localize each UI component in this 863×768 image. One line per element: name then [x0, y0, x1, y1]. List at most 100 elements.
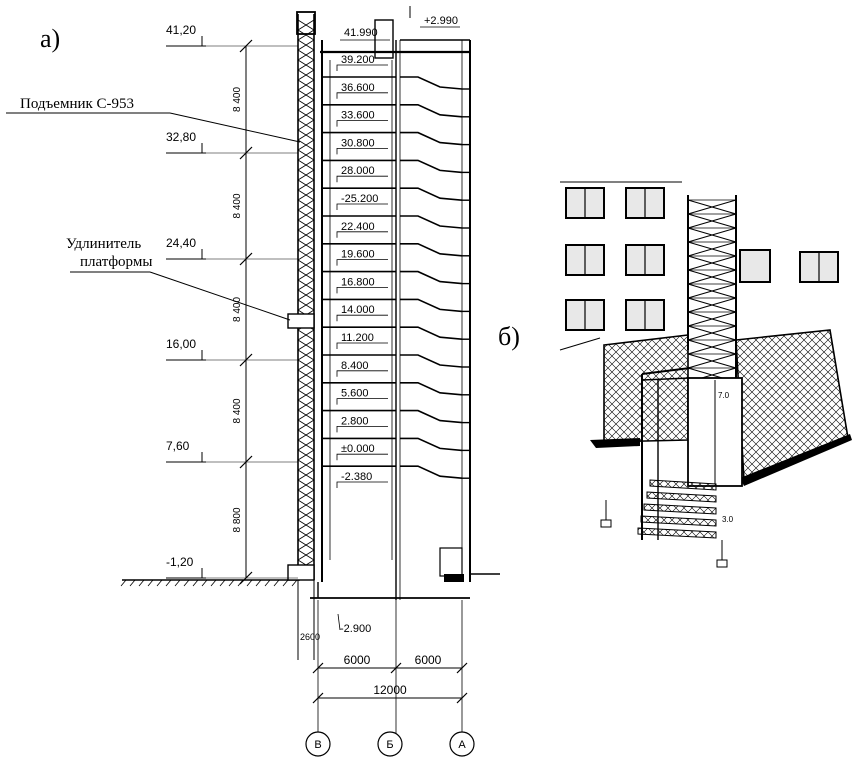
fence-left [603, 334, 689, 443]
extender-label-line1: Удлинитель [66, 236, 142, 252]
mast-brace [297, 209, 315, 221]
view-mast-brace [687, 213, 737, 229]
view-mast-brace [687, 353, 737, 369]
stair-flight [400, 243, 463, 257]
level-mark [336, 120, 388, 127]
hoist-level-label: 7,60 [166, 439, 190, 453]
mast-brace [297, 99, 315, 111]
stair-flight [400, 104, 463, 118]
mast-base [287, 564, 315, 581]
top-level-label: +2.990 [424, 15, 458, 27]
mast-brace [297, 279, 315, 291]
bay-dim-tick [390, 662, 402, 674]
ground-hatch [138, 579, 145, 587]
stair-flight [400, 465, 463, 479]
mast-brace [297, 199, 315, 211]
mast-brace [297, 539, 315, 551]
view-mast-brace [687, 283, 737, 299]
span-dim-label: 8 400 [232, 87, 243, 112]
mast-brace [297, 399, 315, 411]
platform-cage [287, 313, 315, 329]
span-dim-label: 8 400 [232, 398, 243, 423]
mast-brace [297, 19, 315, 31]
mast-brace [297, 129, 315, 141]
mast-head [296, 11, 316, 35]
mast-brace [297, 139, 315, 151]
extender-leader [149, 271, 291, 321]
ground-hatch [201, 579, 208, 587]
mast-brace [297, 289, 315, 301]
level-mark [336, 398, 388, 405]
mast-brace [297, 489, 315, 501]
mast-brace [297, 79, 315, 91]
level-mark [336, 175, 388, 183]
ground-hatch [165, 579, 172, 587]
mast-brace [297, 389, 315, 401]
step [649, 479, 717, 491]
mast-brace [297, 549, 315, 561]
ground-hatch [129, 579, 136, 587]
step [646, 491, 717, 503]
mast-brace [297, 179, 315, 191]
view-mast-brace [687, 325, 737, 341]
mast-brace [297, 249, 315, 261]
level-mark [336, 147, 388, 155]
floor-level-label: -2.380 [341, 471, 372, 483]
bay-dim-label: 6000 [344, 653, 371, 667]
height-dim-tick [239, 571, 253, 585]
mast-brace [297, 369, 315, 381]
mast-brace [297, 229, 315, 241]
mast-brace [297, 339, 315, 351]
ground-hatch [282, 579, 289, 587]
bay-dim-tick [312, 662, 324, 674]
bay-dim-label: 6000 [415, 653, 442, 667]
mast-brace [297, 39, 315, 51]
floor-level-label: 16.800 [341, 276, 375, 288]
height-dim-tick [239, 353, 253, 367]
axis-label: А [458, 739, 466, 751]
floor-level-label: 28.000 [341, 165, 375, 177]
cage-mark: 3.0 [722, 515, 734, 524]
mast-brace [297, 509, 315, 521]
level-mark [336, 314, 388, 322]
floor-level-label: 19.600 [341, 249, 375, 261]
level-mark [336, 92, 388, 99]
cage-mark: 7.0 [718, 391, 730, 400]
extender-label-line2: платформы [80, 254, 153, 270]
view-mast-brace [687, 199, 737, 215]
step [643, 503, 717, 515]
floor-level-label: 8.400 [341, 360, 369, 372]
mast-brace [297, 259, 315, 271]
stair-flight [400, 381, 463, 396]
mast-brace [297, 149, 315, 161]
step [637, 527, 717, 539]
stair-flight [400, 270, 463, 285]
pit-block [444, 574, 464, 582]
ground-hatch [219, 579, 226, 587]
mast-brace [297, 189, 315, 201]
stair-flight [400, 159, 463, 174]
floor-level-label: 33.600 [341, 110, 375, 122]
ground-hatch [120, 579, 127, 587]
stair-flight [400, 298, 463, 313]
mast-brace [297, 69, 315, 81]
hoist-leader [169, 112, 301, 143]
ground-hatch [192, 579, 199, 587]
hoist-level-label: 16,00 [166, 337, 196, 351]
entry-top-2 [641, 377, 691, 381]
mast-brace [297, 329, 315, 341]
mast-brace [297, 499, 315, 511]
hoist-mast: 2600 [6, 11, 320, 660]
hoist-level-label: -1,20 [166, 555, 194, 569]
mast-brace [297, 89, 315, 101]
ground-hatch [255, 579, 262, 587]
total-dim-label: 12000 [373, 683, 407, 697]
floor-level-label: 2.800 [341, 415, 369, 427]
fence-base-right [740, 434, 852, 486]
mast-brace [297, 29, 315, 41]
axis-label: Б [386, 739, 393, 751]
floor-level-label: 14.000 [341, 304, 375, 316]
level-mark [336, 453, 388, 461]
view-mast-brace [687, 297, 737, 313]
